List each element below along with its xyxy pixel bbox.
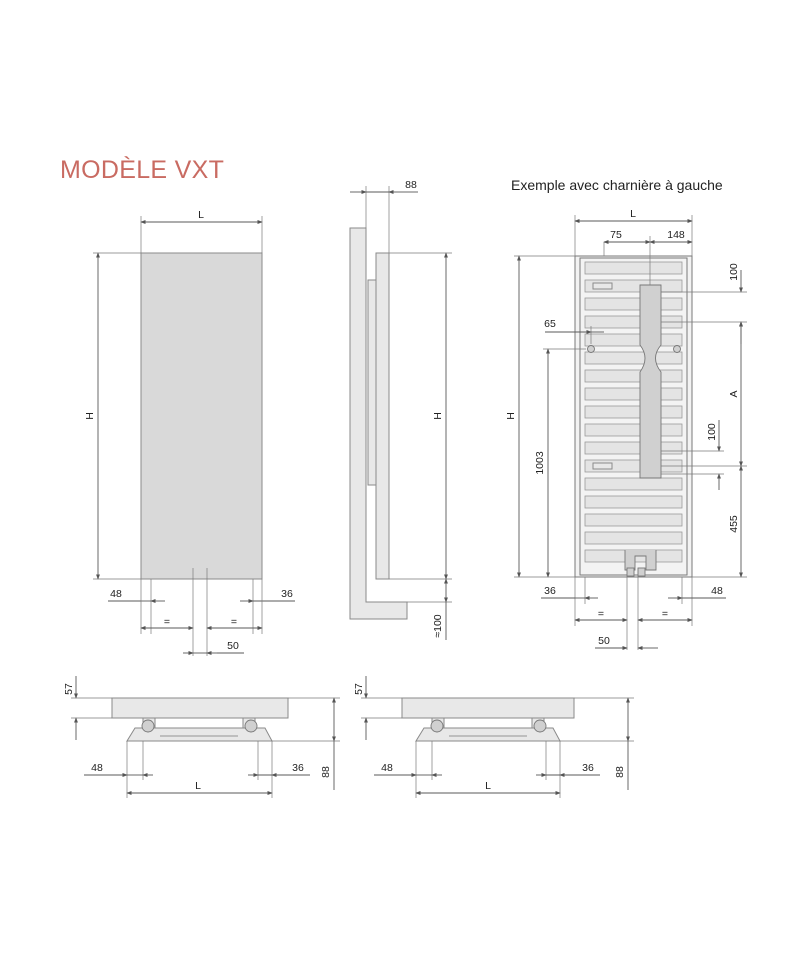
back-455-label: 455 xyxy=(728,515,740,533)
top-right-36-label: 36 xyxy=(582,762,594,774)
front-view: L H 48 36 = = 50 xyxy=(84,209,295,656)
back-center-spacing-label: 50 xyxy=(598,635,610,647)
back-100-top-label: 100 xyxy=(728,263,740,281)
back-equal-right-label: = xyxy=(662,608,668,620)
side-view: 88 H ≈100 xyxy=(349,179,452,640)
top-left-57-label: 57 xyxy=(63,683,75,695)
front-equal-left-label: = xyxy=(164,616,170,628)
front-left-offset-label: 48 xyxy=(110,588,122,600)
top-left-36-label: 36 xyxy=(292,762,304,774)
side-height-label: H xyxy=(432,412,444,420)
back-height-label: H xyxy=(505,412,517,420)
top-right-57-label: 57 xyxy=(353,683,365,695)
front-equal-right-label: = xyxy=(231,616,237,628)
top-view-left: 57 88 48 36 L xyxy=(63,676,340,798)
top-right-width-label: L xyxy=(485,780,491,792)
top-left-88-label: 88 xyxy=(320,766,332,778)
front-center-spacing-label: 50 xyxy=(227,640,239,652)
back-right-offset-label: 48 xyxy=(711,585,723,597)
back-1003-label: 1003 xyxy=(534,451,546,475)
top-view-right: 57 88 48 36 L xyxy=(353,676,634,798)
top-right-88-label: 88 xyxy=(614,766,626,778)
front-width-label: L xyxy=(198,209,204,221)
radiator-side-panel xyxy=(375,252,390,580)
page-title: MODÈLE VXT xyxy=(60,156,225,184)
top-right-48-label: 48 xyxy=(381,762,393,774)
side-floor-clearance-label: ≈100 xyxy=(432,614,444,637)
back-75-label: 75 xyxy=(610,229,622,241)
back-view: L 75 148 100 A 100 455 65 xyxy=(505,208,747,651)
back-100-mid-label: 100 xyxy=(706,423,718,441)
top-left-width-label: L xyxy=(195,780,201,792)
side-depth-label: 88 xyxy=(405,179,417,191)
radiator-top-panel-left xyxy=(111,697,289,719)
back-a-label: A xyxy=(728,390,740,397)
hinge-pipe xyxy=(639,284,662,479)
back-65-label: 65 xyxy=(544,318,556,330)
back-width-label: L xyxy=(630,208,636,220)
back-148-label: 148 xyxy=(667,229,685,241)
back-left-offset-label: 36 xyxy=(544,585,556,597)
back-equal-left-label: = xyxy=(598,608,604,620)
radiator-top-panel-right xyxy=(401,697,575,719)
front-height-label: H xyxy=(84,412,96,420)
radiator-slats xyxy=(584,261,683,563)
drawing-caption: Exemple avec charnière à gauche xyxy=(511,177,723,193)
radiator-front-panel xyxy=(140,252,263,580)
front-right-offset-label: 36 xyxy=(281,588,293,600)
top-left-48-label: 48 xyxy=(91,762,103,774)
